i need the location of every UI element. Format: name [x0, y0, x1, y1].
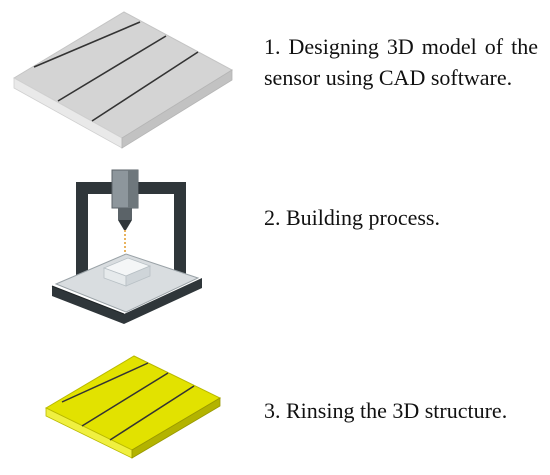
3d-printer-icon: [51, 169, 202, 324]
step-1-caption: 1. Designing 3D model of the sensor usin…: [264, 34, 538, 90]
printed-plate-icon: [44, 355, 222, 459]
printed-plate-groove-2: [81, 372, 169, 427]
printer-frame-left: [76, 182, 88, 290]
step-2-caption: 2. Building process.: [264, 205, 440, 230]
printer-base-edge: [51, 285, 125, 315]
printed-plate-groove-1: [61, 362, 149, 403]
cad-plate-icon: [13, 11, 234, 149]
printed-plate-right-side: [131, 397, 221, 459]
printer-base-side: [52, 278, 202, 324]
cad-plate-groove-2: [57, 35, 167, 102]
cad-plate-groove-1: [33, 21, 141, 68]
printer-extruder-shade: [128, 170, 138, 208]
printer-frame-right: [174, 188, 186, 280]
cad-plate-groove-3: [91, 51, 199, 122]
step-3-caption: 3. Rinsing the 3D structure.: [264, 398, 508, 423]
cad-plate-top: [13, 11, 234, 139]
printed-plate-groove-3: [109, 385, 195, 441]
cad-plate-right-side: [121, 69, 233, 149]
printer-printed-part-right: [125, 265, 151, 287]
printer-nozzle: [118, 220, 132, 230]
printer-extruder-neck: [118, 208, 132, 220]
